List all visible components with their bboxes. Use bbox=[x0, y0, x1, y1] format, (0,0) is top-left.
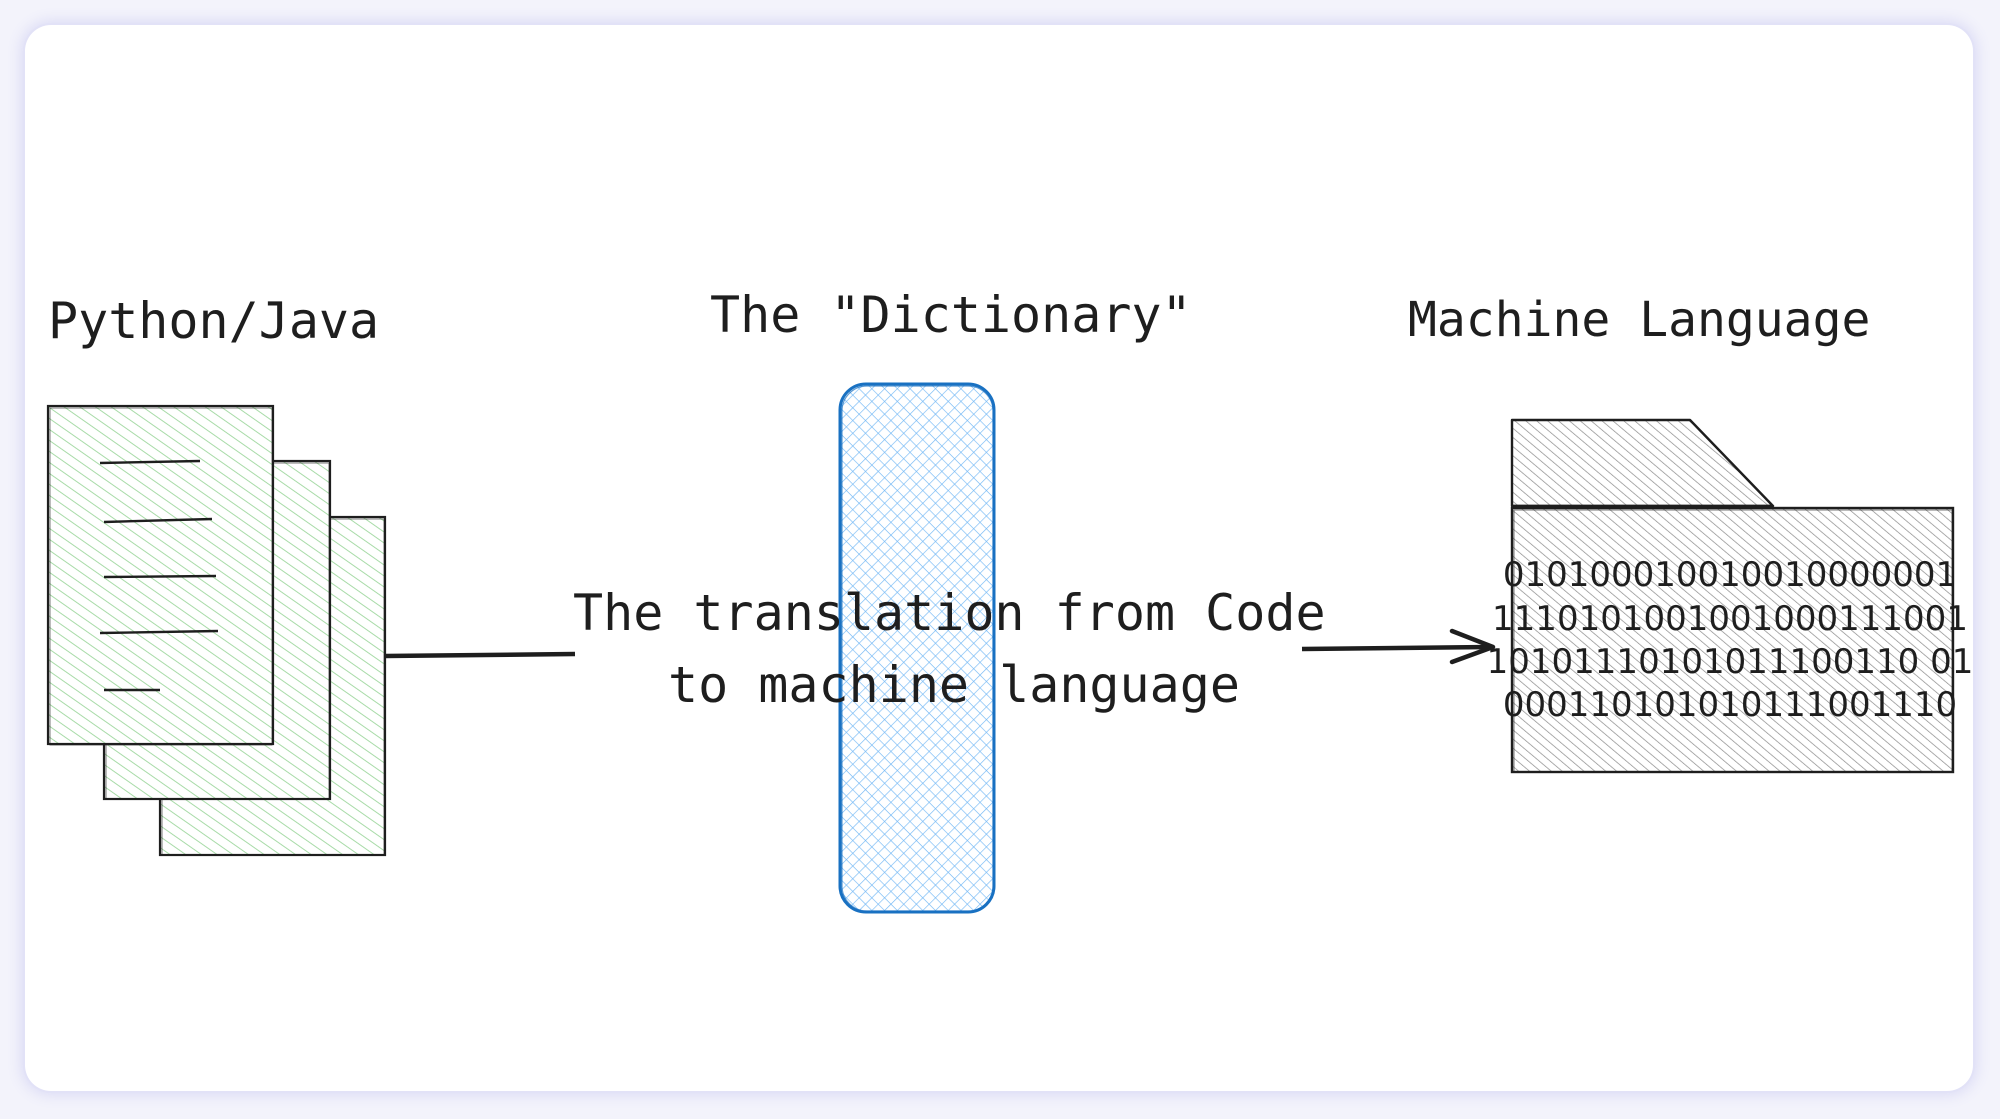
translation-text-line2: to machine language bbox=[668, 656, 1240, 714]
binary-line: 010100010010010000001 bbox=[1503, 555, 1957, 595]
source-label: Python/Java bbox=[48, 292, 379, 350]
binary-line: 10101110101011100110 01 bbox=[1487, 642, 1974, 682]
binary-line: 1110101001001000111001 bbox=[1492, 599, 1968, 639]
source-connector-line bbox=[384, 651, 576, 659]
translation-text-line1: The translation from Code bbox=[573, 584, 1326, 642]
target-label: Machine Language bbox=[1408, 292, 1870, 348]
document-front bbox=[46, 404, 275, 746]
binary-line: 000110101010111001110 bbox=[1503, 685, 1957, 725]
arrow-to-machine-language bbox=[1301, 628, 1496, 665]
stacked-documents-icon bbox=[46, 404, 387, 857]
dictionary-label: The "Dictionary" bbox=[710, 286, 1192, 344]
dictionary-block bbox=[838, 382, 996, 914]
binary-block: 010100010010010000001 111010100100100011… bbox=[1487, 555, 1974, 725]
folder-icon bbox=[1510, 418, 1955, 774]
